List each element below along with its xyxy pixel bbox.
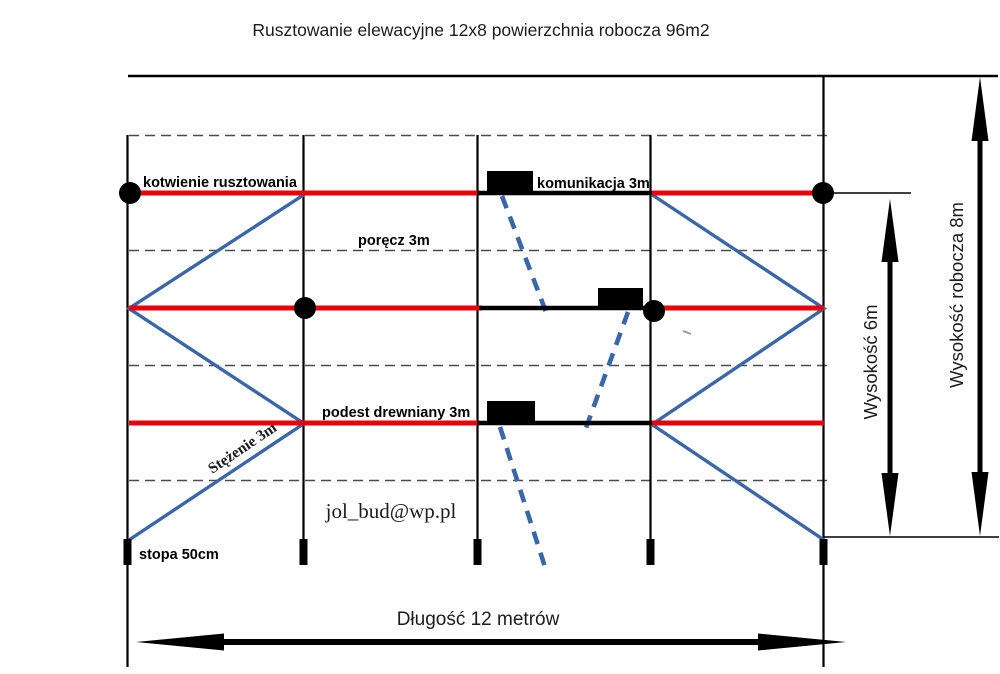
label-guardrail: poręcz 3m (358, 233, 430, 249)
base-feet (123, 539, 828, 565)
base-foot-1 (123, 539, 132, 565)
arrowhead-up-icon (971, 77, 989, 141)
diagram-title: Rusztowanie elewacyjne 12x8 powierzchnia… (252, 20, 709, 40)
arrowhead-up-icon (881, 199, 899, 262)
anchor-dot-mid-left (294, 297, 316, 319)
base-foot-2 (299, 539, 308, 565)
hatch-middle (598, 288, 643, 308)
dimension-arrow-height-6m (881, 199, 899, 536)
email-text: jol_bud@wp.pl (325, 499, 457, 523)
arrowhead-down-icon (971, 472, 989, 536)
anchor-dot-mid-right (643, 300, 665, 322)
arrowhead-right-icon (758, 633, 846, 651)
label-base-foot: stopa 50cm (139, 547, 219, 563)
ladder-bottom (497, 426, 549, 571)
diagonal-brace-left (125, 192, 308, 542)
label-wooden-platform: podest drewniany 3m (322, 405, 470, 421)
arrowhead-left-icon (136, 633, 224, 651)
base-foot-4 (646, 539, 655, 565)
guardrail-dashed-levels (129, 134, 829, 482)
dimension-arrow-working-height-8m (971, 77, 989, 536)
diagonal-brace-right (648, 192, 828, 542)
arrowhead-down-icon (881, 473, 899, 536)
ladder-top (499, 195, 549, 313)
anchor-dot-top-left (119, 182, 141, 204)
label-anchoring: kotwienie rusztowania (143, 175, 298, 191)
hatch-top (487, 171, 533, 193)
base-foot-5 (819, 539, 828, 565)
dimension-label-working-height: Wysokość robocza 8m (946, 202, 967, 388)
hatch-bottom (487, 401, 535, 423)
dimension-label-length: Długość 12 metrów (397, 609, 560, 630)
ladder-routes (497, 195, 631, 571)
dimension-label-height: Wysokość 6m (860, 305, 881, 420)
stray-mark (682, 330, 692, 335)
dimension-arrow-length-12m (136, 633, 846, 651)
label-communication: komunikacja 3m (537, 176, 650, 192)
ladder-middle (583, 311, 631, 429)
vertical-standards (126, 76, 825, 667)
base-foot-3 (473, 539, 482, 565)
